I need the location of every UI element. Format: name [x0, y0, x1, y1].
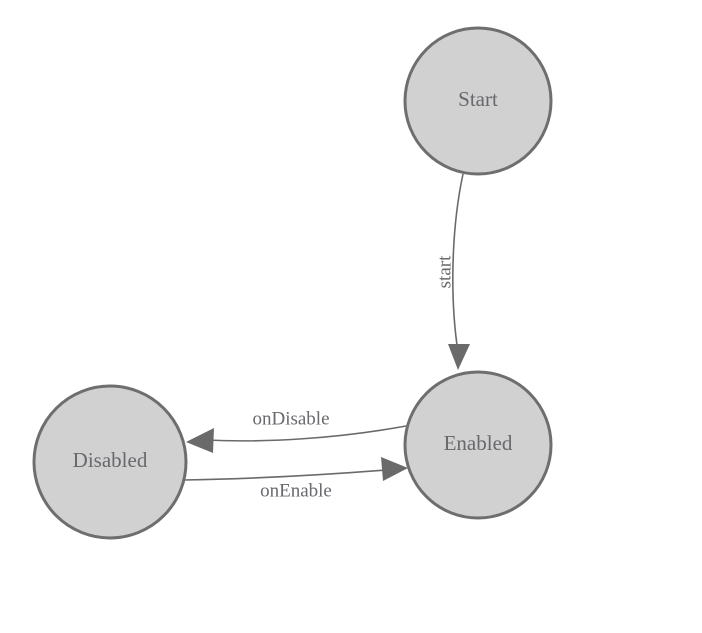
edge-start-to-enabled[interactable]: start — [434, 173, 470, 370]
edge-enabled-to-disabled[interactable]: onDisable — [186, 408, 407, 453]
state-node-enabled[interactable]: Enabled — [403, 370, 553, 520]
arrowhead-icon-on-disable — [186, 428, 214, 453]
state-label-disabled: Disabled — [73, 448, 148, 472]
edge-path-on-disable — [205, 425, 407, 442]
state-label-enabled: Enabled — [444, 431, 513, 455]
state-circle-enabled — [403, 370, 553, 520]
edge-disabled-to-enabled[interactable]: onEnable — [181, 457, 408, 501]
edge-path-on-enable — [181, 469, 387, 481]
edge-label-on-enable: onEnable — [260, 480, 332, 501]
edge-label-on-disable: onDisable — [252, 408, 329, 429]
state-node-disabled[interactable]: Disabled — [32, 384, 188, 540]
edge-label-start: start — [434, 255, 455, 288]
state-label-start: Start — [458, 87, 498, 111]
state-node-start[interactable]: Start — [403, 26, 553, 176]
state-circle-disabled — [32, 384, 188, 540]
edge-path-start — [452, 173, 464, 353]
arrowhead-icon-start — [448, 344, 470, 370]
state-circle-start — [403, 26, 553, 176]
arrowhead-icon-on-enable — [381, 457, 408, 481]
